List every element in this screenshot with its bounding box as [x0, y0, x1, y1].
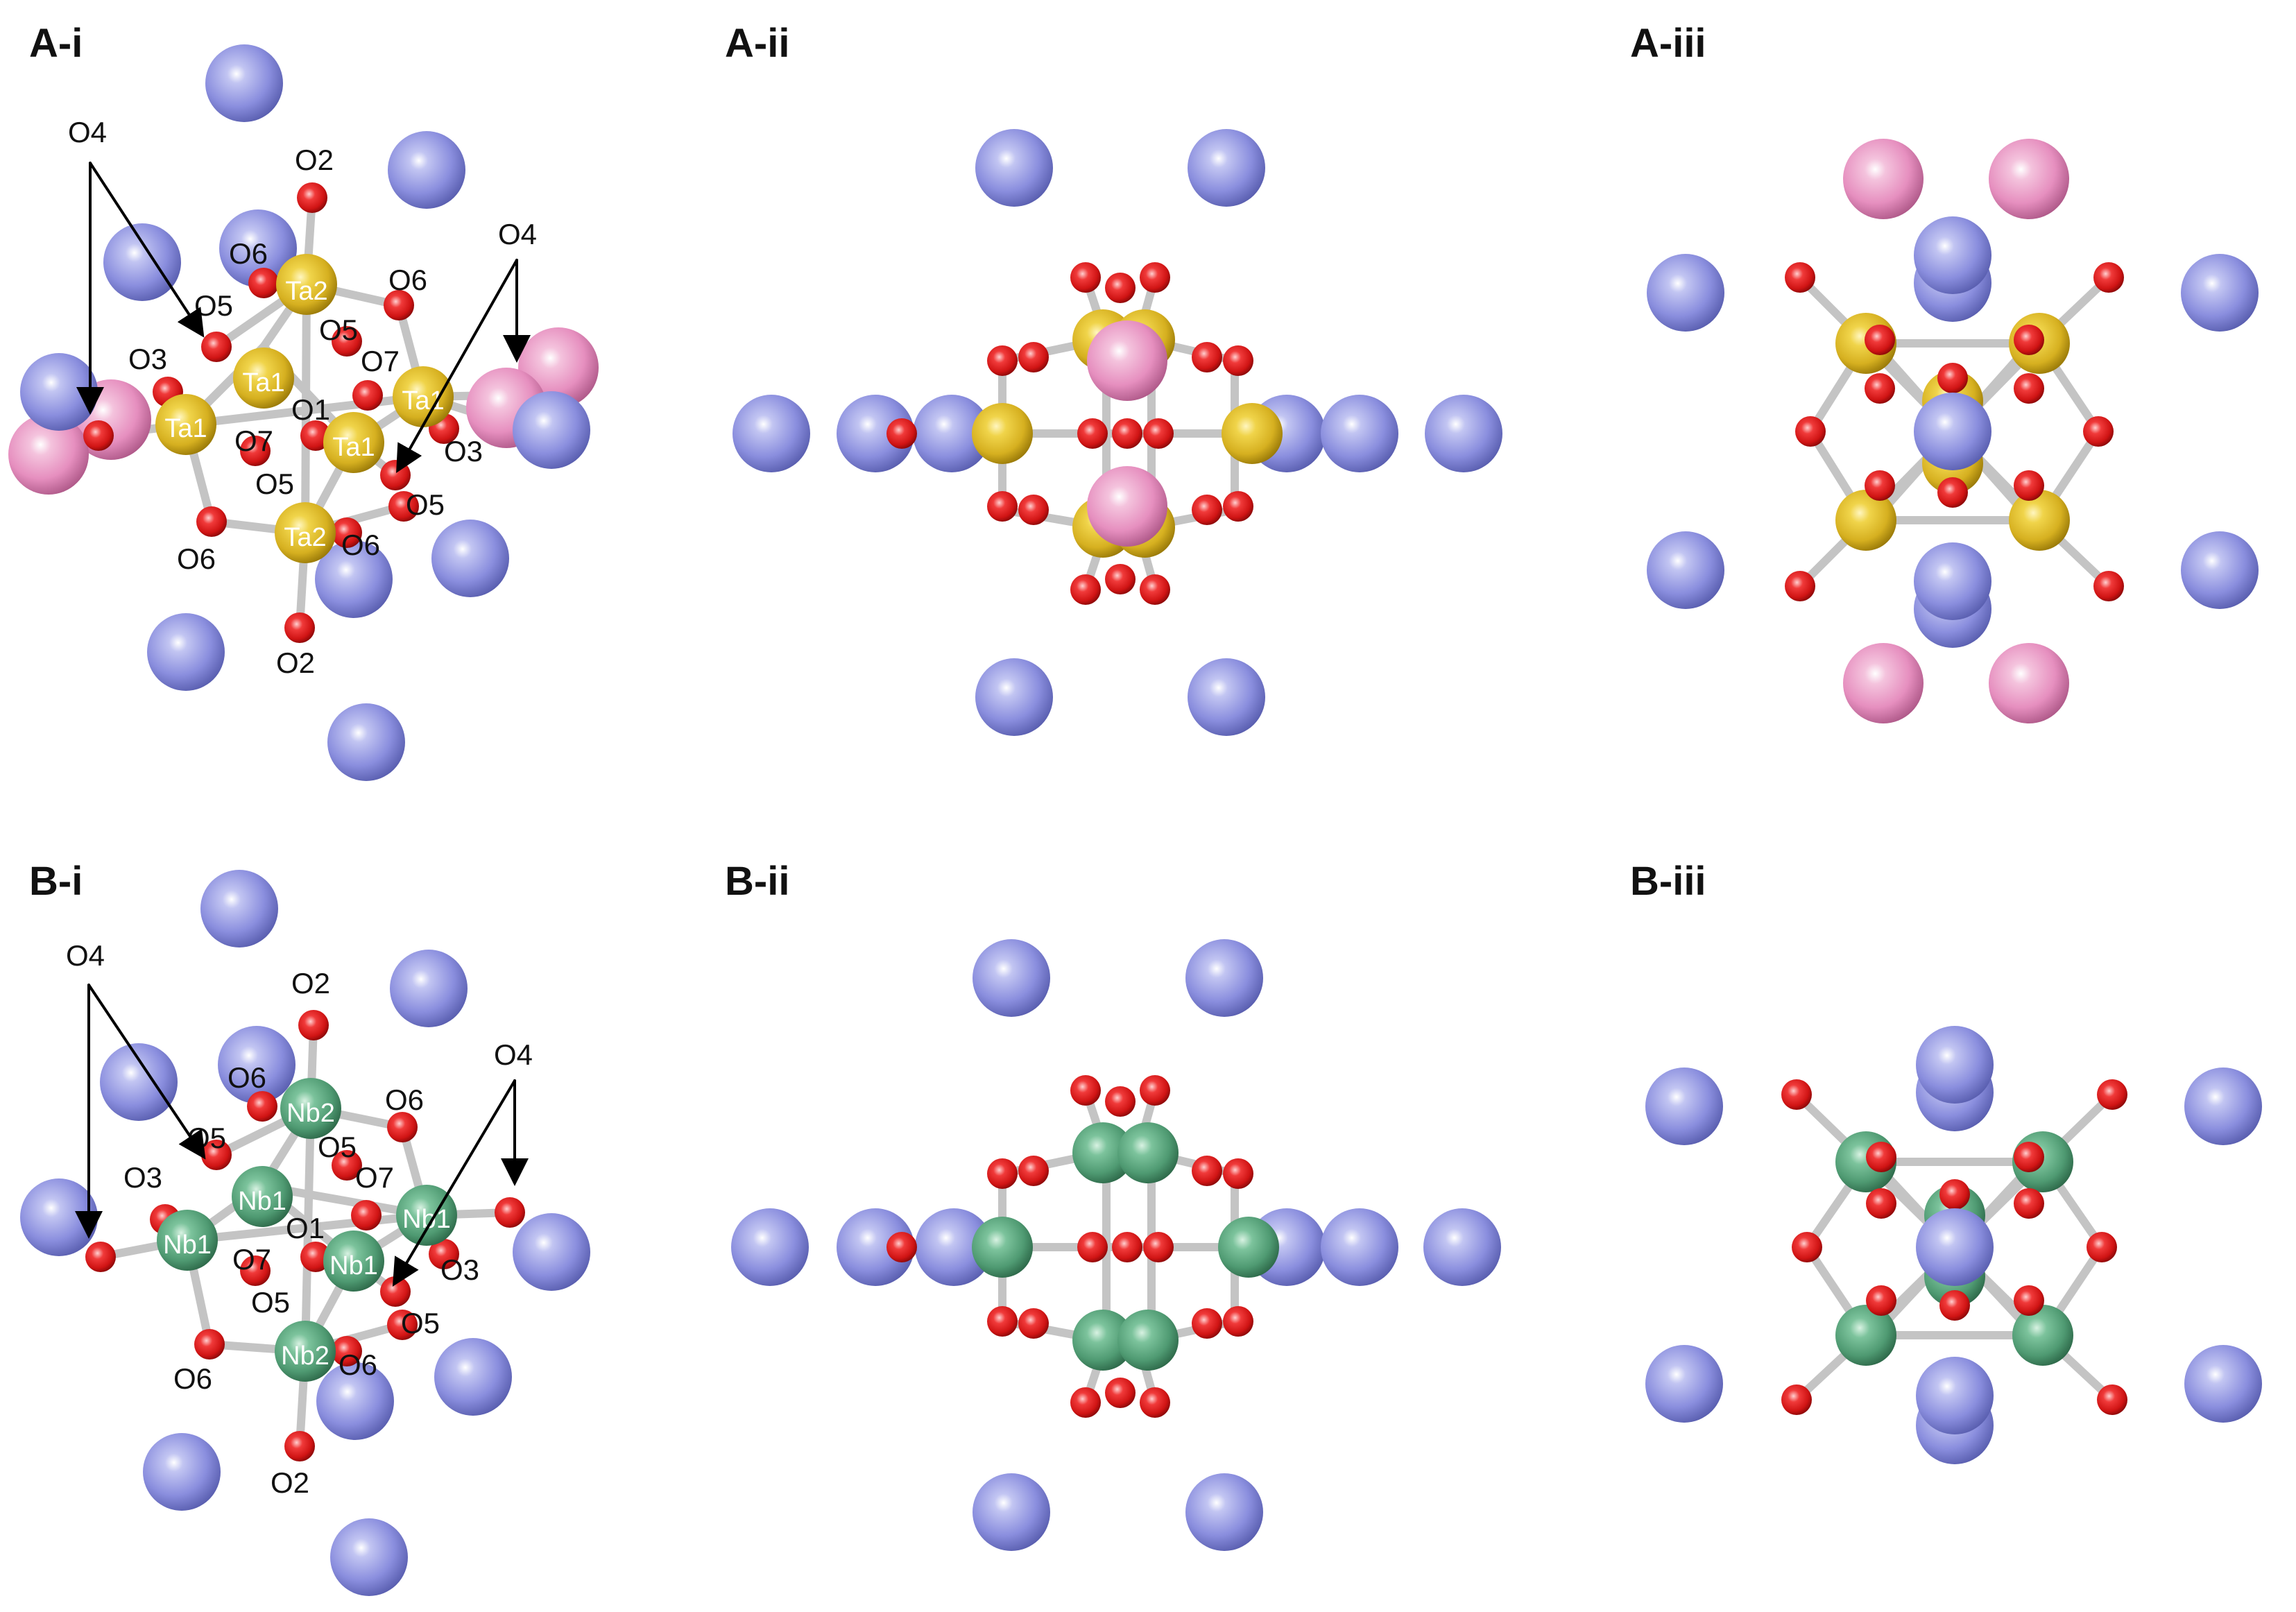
label-ta1-d: Ta1	[332, 433, 375, 462]
label-nb1-a: Nb1	[238, 1187, 286, 1216]
panel-a-iii	[1647, 139, 2259, 723]
label-o6-d: O6	[341, 529, 380, 561]
blue-atoms	[733, 129, 1502, 736]
label-o6-a: O6	[229, 237, 268, 270]
oxygen-atoms	[886, 1075, 1253, 1418]
metal-atoms	[155, 254, 454, 563]
label-o6-b: O6	[388, 264, 427, 296]
site-labels: O4 O2 O6 O6 O4 O5 O5 O3 O7 O1 O7 O3 O5 O…	[68, 116, 537, 679]
label-o5-b: O5	[318, 1131, 357, 1163]
metal-atoms	[972, 1122, 1279, 1371]
oxygen-atoms	[83, 182, 459, 643]
label-o4-right: O4	[494, 1038, 533, 1071]
label-o1: O1	[286, 1212, 325, 1244]
pointer-arrows	[75, 984, 529, 1287]
blue-atoms	[731, 939, 1501, 1551]
label-o4-right: O4	[498, 218, 537, 250]
label-o7-b: O7	[234, 425, 273, 457]
panel-b-i: Nb2 Nb1 Nb1 Nb1 Nb1 Nb2 O4 O2 O6 O6 O4 O…	[20, 870, 590, 1596]
panel-label-a-iii: A-iii	[1630, 21, 1706, 66]
label-o5-d: O5	[406, 488, 445, 521]
label-o4-left: O4	[66, 939, 105, 972]
label-o3-a: O3	[128, 343, 167, 375]
panel-label-b-i: B-i	[29, 859, 83, 904]
label-o5-c: O5	[255, 468, 294, 500]
blue-atoms-front	[1914, 393, 1991, 470]
label-o5-d: O5	[401, 1307, 440, 1339]
blue-atoms	[1647, 216, 2259, 648]
blue-atoms-front	[1916, 1208, 1994, 1286]
label-ta1-c: Ta1	[164, 414, 207, 443]
blue-atoms	[20, 870, 590, 1596]
label-o2-bottom: O2	[271, 1466, 309, 1499]
label-nb2-bottom: Nb2	[281, 1341, 329, 1371]
panel-label-b-ii: B-ii	[725, 859, 789, 904]
oxygen-atoms	[1785, 262, 2124, 601]
label-nb1-c: Nb1	[163, 1231, 212, 1260]
panel-label-a-ii: A-ii	[725, 21, 789, 66]
label-o5-a: O5	[187, 1122, 226, 1154]
label-nb2-top: Nb2	[286, 1099, 335, 1128]
metal-labels: Ta2 Ta1 Ta1 Ta1 Ta1 Ta2	[164, 277, 444, 552]
label-o7-a: O7	[361, 345, 400, 377]
metal-atoms	[157, 1078, 457, 1382]
panel-a-i: Ta2 Ta1 Ta1 Ta1 Ta1 Ta2 O4 O2 O6 O6 O4 O…	[8, 44, 599, 781]
panel-a-ii	[733, 129, 1502, 736]
pink-atoms	[1087, 320, 1167, 547]
label-o5-b: O5	[319, 314, 358, 346]
panel-label-a-i: A-i	[29, 21, 83, 66]
panel-b-ii	[731, 939, 1501, 1551]
label-o2-bottom: O2	[276, 646, 315, 679]
pointer-arrows	[76, 162, 531, 473]
label-ta2-bottom: Ta2	[284, 523, 326, 552]
label-o6-a: O6	[228, 1061, 266, 1094]
label-o2-top: O2	[291, 967, 330, 1000]
label-nb1-d: Nb1	[329, 1251, 378, 1280]
blue-atoms	[1645, 1026, 2262, 1464]
oxygen-atoms	[1781, 1079, 2127, 1415]
oxygen-atoms	[886, 262, 1253, 605]
label-o2-top: O2	[295, 144, 334, 176]
label-o3-a: O3	[123, 1161, 162, 1194]
panel-b-iii	[1645, 1026, 2262, 1464]
blue-atoms	[20, 44, 590, 781]
label-ta2-top: Ta2	[285, 277, 327, 306]
label-o6-c: O6	[177, 542, 216, 575]
label-o3-b: O3	[440, 1253, 479, 1286]
label-o5-c: O5	[251, 1286, 290, 1319]
label-o4-left: O4	[68, 116, 107, 148]
label-o3-b: O3	[444, 435, 483, 468]
pink-atoms	[1843, 139, 2069, 723]
label-o7-b: O7	[232, 1243, 271, 1276]
panel-label-b-iii: B-iii	[1630, 859, 1706, 904]
label-o1: O1	[291, 393, 330, 426]
label-o6-c: O6	[173, 1362, 212, 1395]
label-o6-b: O6	[385, 1083, 424, 1116]
label-ta1-a: Ta1	[242, 368, 284, 397]
label-o6-d: O6	[339, 1348, 377, 1381]
label-o7-a: O7	[355, 1161, 394, 1194]
label-o5-a: O5	[194, 289, 233, 322]
metal-labels: Nb2 Nb1 Nb1 Nb1 Nb1 Nb2	[163, 1099, 451, 1371]
